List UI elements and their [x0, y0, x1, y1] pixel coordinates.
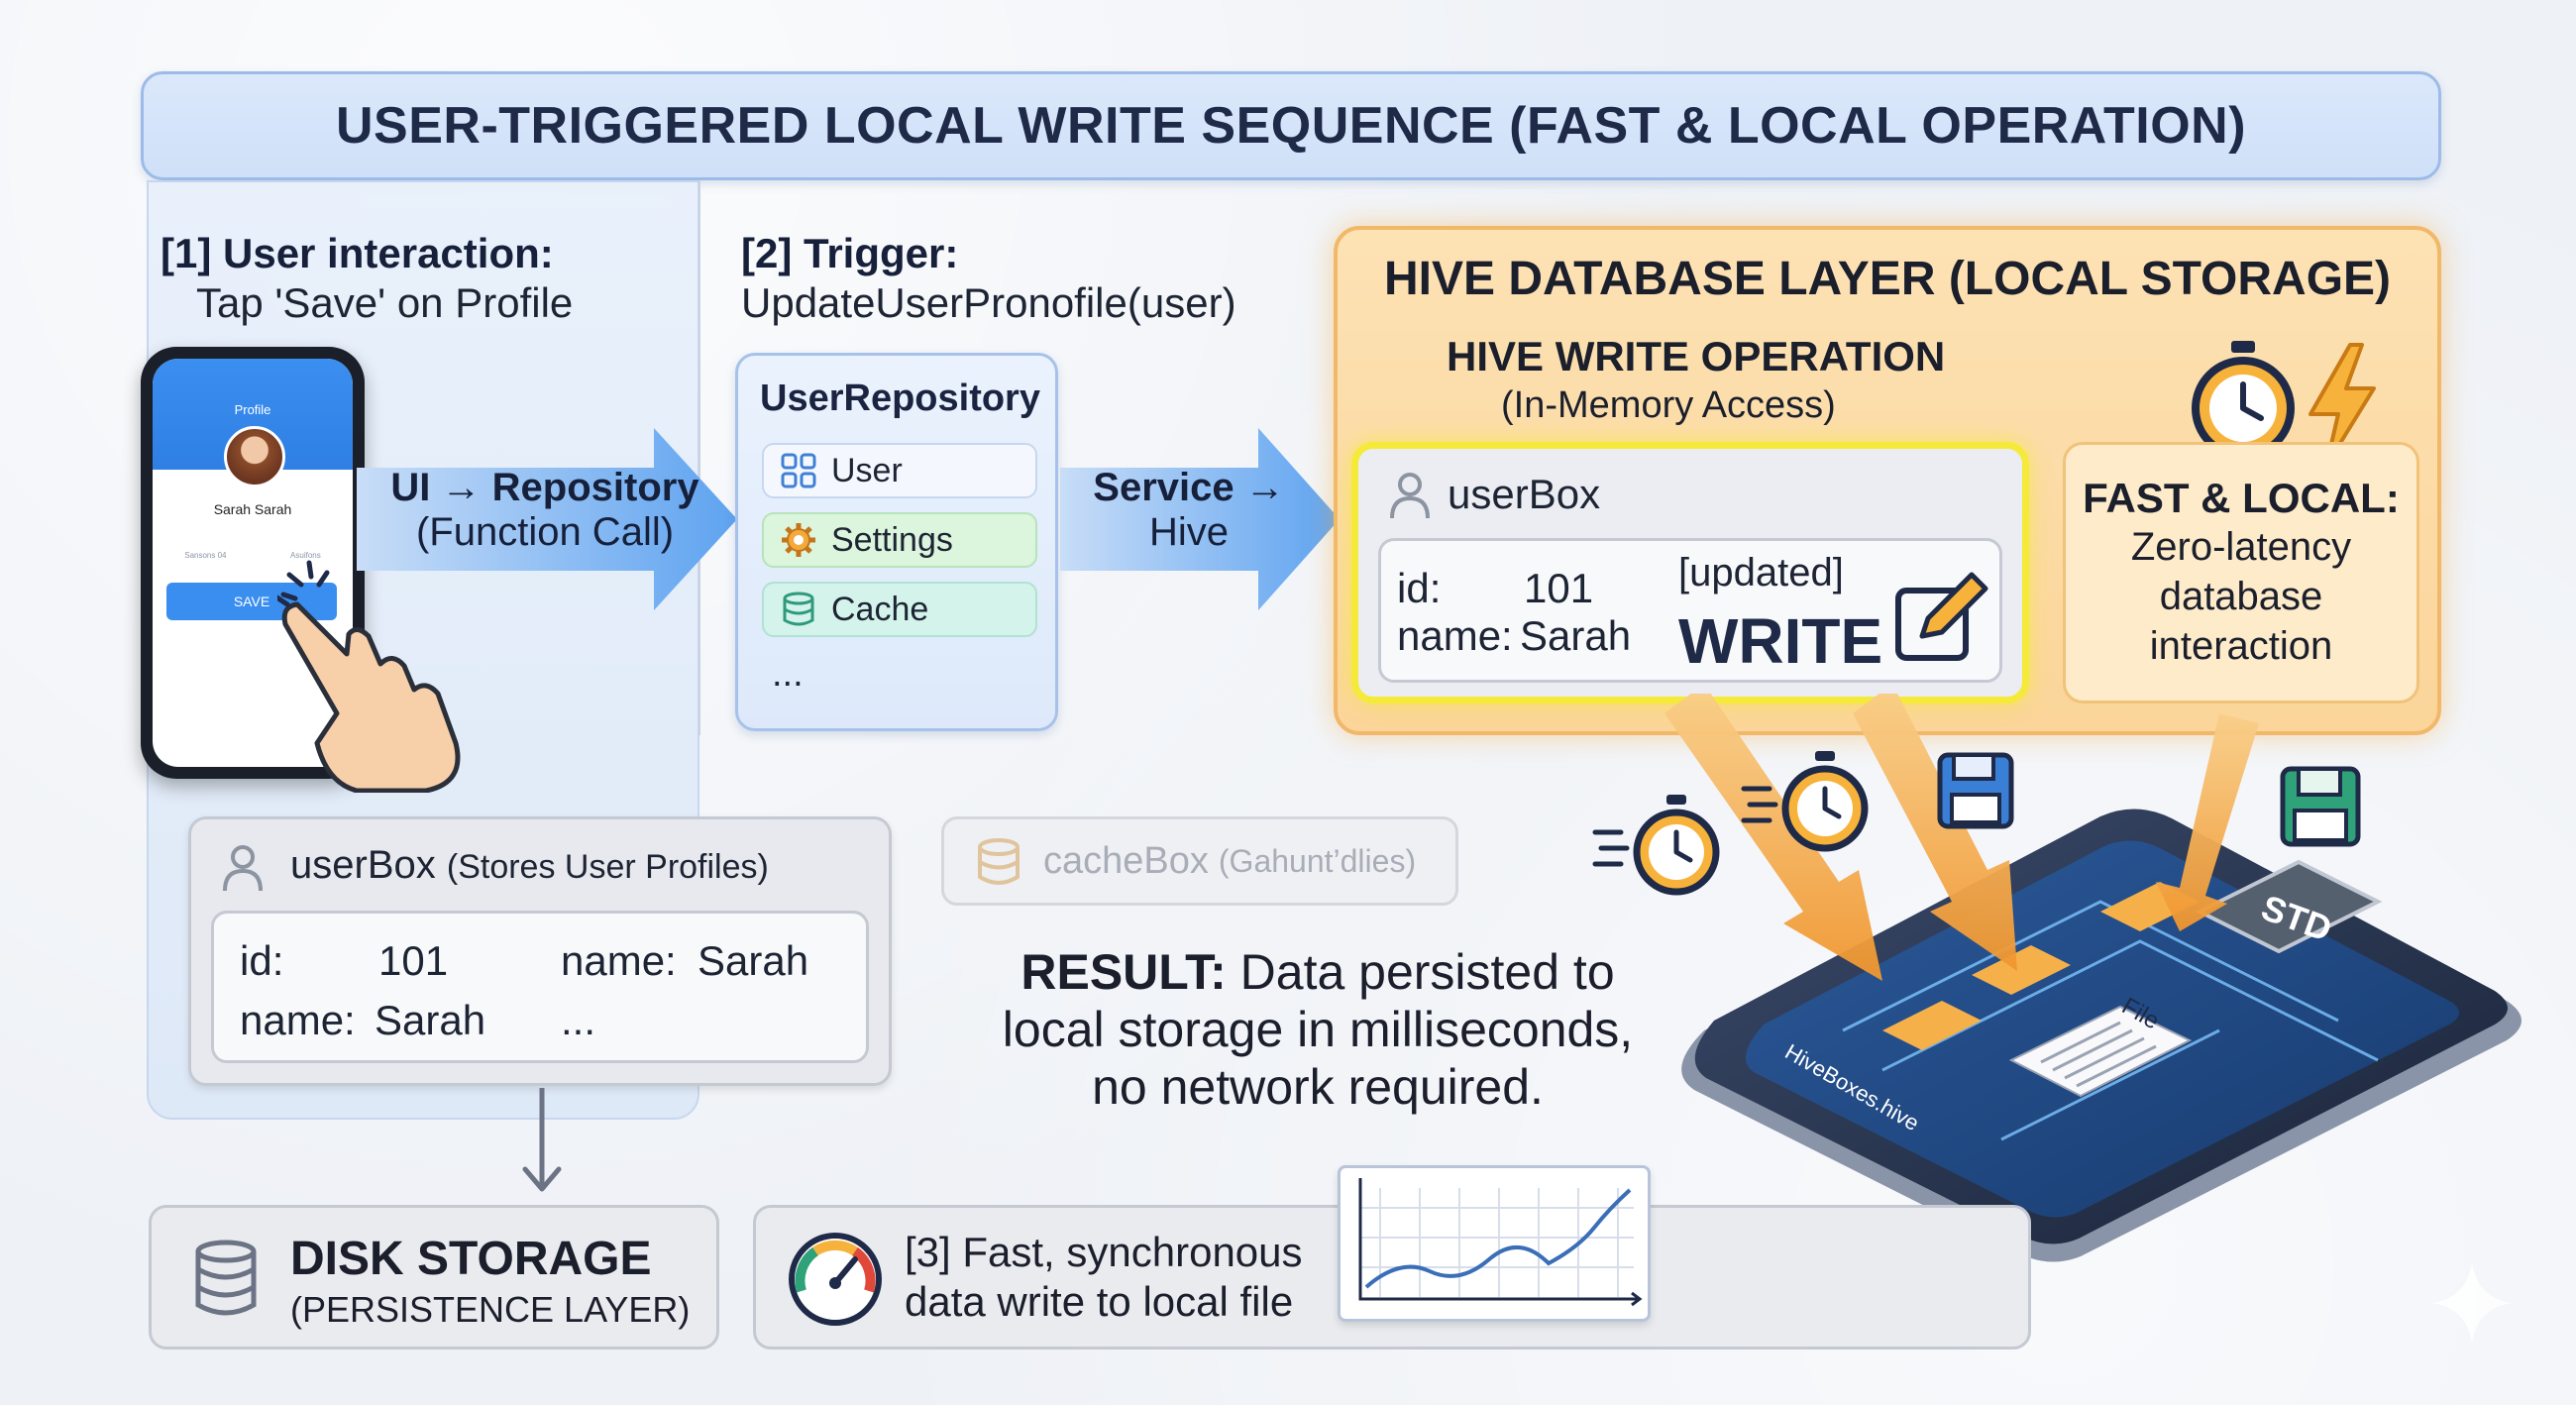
userbox-card: userBox (Stores User Profiles) id: 101 n…	[188, 816, 892, 1086]
id-label: id:	[240, 937, 284, 984]
name-label: name:	[1397, 612, 1513, 659]
sync-line2: data write to local file	[905, 1278, 1294, 1325]
disk-sub: (PERSISTENCE LAYER)	[290, 1289, 691, 1330]
hive-userbox-title: userBox	[1448, 471, 1601, 517]
step2-sub: UpdateUserPronofile(user)	[741, 279, 1236, 326]
disk-heading: DISK STORAGE	[290, 1233, 652, 1285]
name-value: Sarah	[375, 997, 486, 1043]
repository-item-label: Settings	[831, 520, 953, 559]
tap-burst-icon	[280, 560, 330, 601]
fast-local-heading: FAST & LOCAL:	[2083, 475, 2400, 521]
hive-write-operation-title: HIVE WRITE OPERATION	[1447, 333, 1946, 379]
cachebox-card: cacheBox (Gahunt’dlies)	[941, 816, 1458, 906]
arrow-ui-to-repository	[357, 428, 737, 610]
fast-local-line1: Zero-latency	[2130, 525, 2352, 569]
hive-title: HIVE DATABASE LAYER (LOCAL STORAGE)	[1383, 253, 2392, 305]
hive-userbox-record: id: 101 name: Sarah [updated] WRITE	[1378, 538, 2002, 683]
arrow1-label: UI → Repository (Function Call)	[376, 466, 713, 555]
hive-to-device-arrows	[1664, 694, 2259, 981]
user-icon	[1390, 473, 1430, 519]
record-more: ...	[561, 997, 596, 1043]
result-line1: Data persisted to	[1226, 944, 1615, 1000]
stopwatch-icon	[2192, 341, 2295, 460]
cachebox-note: (Gahunt’dlies)	[1218, 842, 1417, 879]
repository-item-label: User	[831, 451, 903, 489]
edit-pencil-icon	[1895, 572, 1988, 661]
hive-write-operation-sub: (In-Memory Access)	[1501, 384, 1836, 426]
name-label: name:	[561, 937, 677, 984]
speedometer-icon	[789, 1233, 882, 1326]
lightning-icon	[2308, 343, 2376, 468]
user-icon	[223, 845, 263, 892]
sparkle-icon	[2431, 1262, 2513, 1344]
userbox-name: userBox	[290, 843, 436, 887]
save-disk-icon	[1937, 752, 2014, 829]
cachebox-title: cacheBox	[1043, 839, 1209, 882]
disk-storage-card: DISK STORAGE (PERSISTENCE LAYER)	[149, 1205, 719, 1350]
save-button[interactable]: SAVE	[166, 583, 337, 620]
repository-more: ...	[772, 653, 804, 695]
folder-icon	[1882, 1001, 1982, 1050]
userbox-record: id: 101 name: Sarah name: Sarah ...	[211, 911, 869, 1063]
line-chart-icon	[1358, 1178, 1643, 1307]
step2-heading: [2] Trigger:	[741, 230, 959, 276]
step1-sub: Tap 'Save' on Profile	[196, 279, 574, 326]
hive-userbox: userBox id: 101 name: Sarah [updated] WR…	[1351, 442, 2029, 703]
gear-icon	[782, 523, 815, 557]
repository-title: UserRepository	[760, 378, 1040, 419]
device-storage-illustration: File STD HiveBoxes.hive	[1681, 809, 2522, 1262]
result-line2: local storage in milliseconds,	[1002, 1002, 1634, 1057]
database-icon	[978, 838, 1020, 885]
repository-item-settings[interactable]: Settings	[762, 512, 1037, 568]
save-disk-icon	[2280, 766, 2361, 847]
repository-item-cache[interactable]: Cache	[762, 582, 1037, 637]
profile-name: Sarah Sarah	[213, 501, 292, 517]
result-label: RESULT:	[1020, 944, 1227, 1000]
repository-item-label: Cache	[831, 590, 929, 628]
userbox-title: userBox (Stores User Profiles)	[290, 843, 769, 888]
arrow1-bold: UI → Repository	[390, 466, 699, 509]
sync-text: [3] Fast, synchronous data write to loca…	[905, 1228, 1303, 1327]
arrow2-label: Service → Hive	[1080, 466, 1298, 555]
write-label: WRITE	[1678, 605, 1883, 677]
profile-stats: Sansons 04 Asuifons	[153, 551, 353, 560]
stat-left: Sansons 04	[184, 551, 227, 560]
id-label: id:	[1397, 565, 1442, 611]
arrow2-bold: Service →	[1093, 466, 1285, 509]
column-divider	[698, 180, 700, 735]
result-text: RESULT: Data persisted to local storage …	[951, 943, 1684, 1116]
sync-line1: [3] Fast, synchronous	[905, 1229, 1303, 1275]
arrow2-sub: Hive	[1148, 510, 1230, 554]
arrow-to-disk	[522, 1088, 562, 1192]
fast-local-line2: database	[2159, 575, 2323, 618]
name-label: name:	[240, 997, 356, 1043]
performance-chart-card	[1338, 1165, 1651, 1322]
arrow1-sub: (Function Call)	[415, 510, 675, 554]
avatar	[224, 426, 285, 487]
name-value: Sarah	[1520, 612, 1632, 659]
phone-mockup: Profile Sarah Sarah Sansons 04 Asuifons …	[141, 347, 365, 779]
result-line3: no network required.	[1092, 1059, 1544, 1115]
fast-local-line3: interaction	[2149, 624, 2333, 668]
repository-item-user[interactable]: User	[762, 443, 1037, 498]
stopwatch-icon	[1592, 795, 1720, 896]
userbox-note: (Stores User Profiles)	[446, 848, 769, 886]
stopwatch-icon	[1741, 751, 1869, 852]
database-icon	[783, 592, 814, 626]
pointing-hand-icon	[277, 594, 461, 793]
fast-local-card: FAST & LOCAL: Zero-latency database inte…	[2063, 442, 2419, 703]
name-value: Sarah	[698, 937, 809, 984]
phone-screen: Profile Sarah Sarah Sansons 04 Asuifons …	[153, 359, 353, 767]
user-repository-card: UserRepository User Settings Cache ...	[735, 353, 1058, 731]
updated-label: [updated]	[1678, 551, 1844, 594]
id-value: 101	[1524, 565, 1594, 611]
step1-heading: [1] User interaction:	[161, 230, 554, 276]
grid-icon	[781, 453, 816, 488]
database-icon	[195, 1240, 257, 1316]
title-bar: USER-TRIGGERED LOCAL WRITE SEQUENCE (FAS…	[141, 71, 2441, 180]
arrow-service-to-hive	[1060, 428, 1340, 610]
page-title: USER-TRIGGERED LOCAL WRITE SEQUENCE (FAS…	[335, 97, 2247, 155]
id-value: 101	[378, 937, 449, 984]
stat-right: Asuifons	[290, 551, 321, 560]
